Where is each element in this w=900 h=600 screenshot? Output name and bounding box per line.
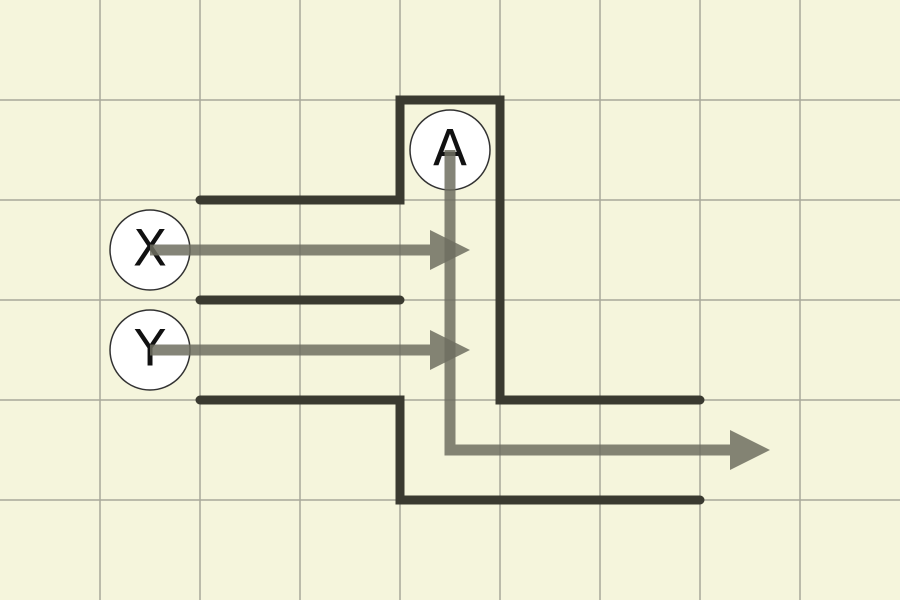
wall-lower bbox=[195, 395, 705, 505]
arrow-a-down-right bbox=[444, 150, 770, 470]
flow-arrows bbox=[150, 150, 770, 470]
wall-upper bbox=[195, 95, 705, 405]
channel-walls bbox=[195, 95, 705, 505]
